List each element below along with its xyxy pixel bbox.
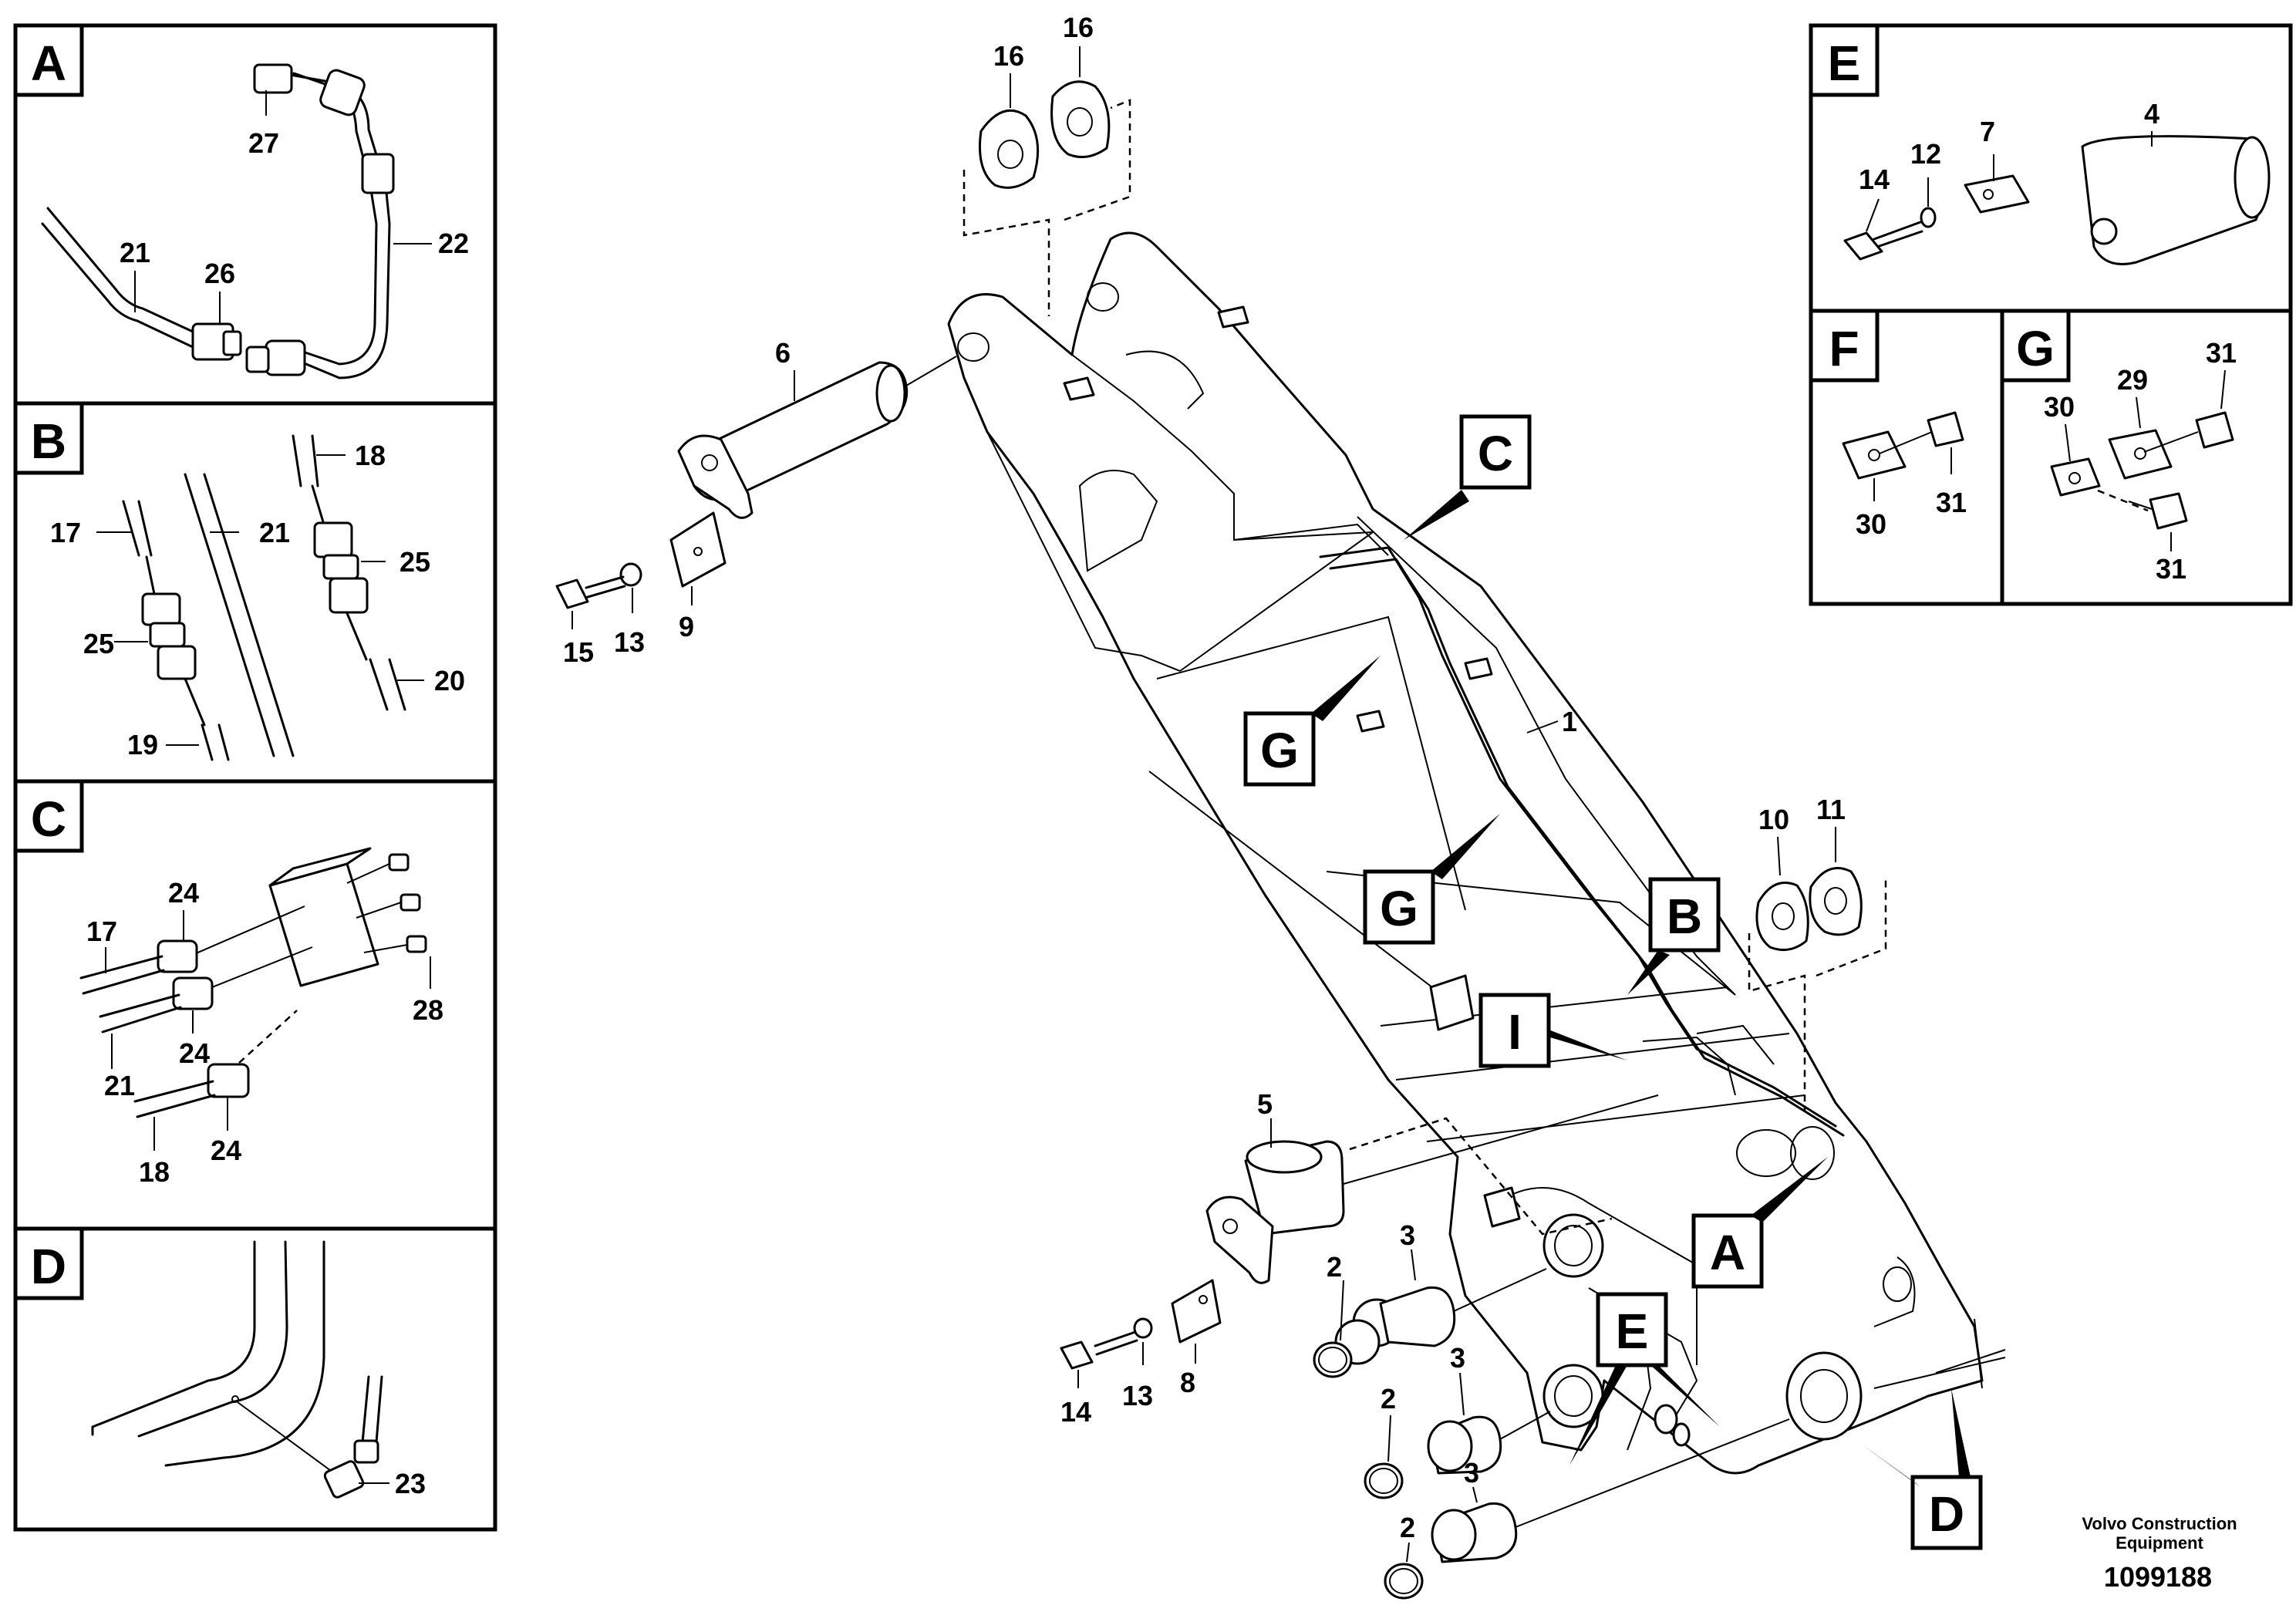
marker-g-lower: G (1363, 814, 1500, 945)
panel-c-letter: C (31, 791, 66, 847)
svg-text:A: A (1710, 1225, 1745, 1280)
detail-panel-a: A 27 22 21 26 (13, 23, 497, 406)
panel-e-letter: E (1828, 35, 1861, 91)
callout-13: 13 (1122, 1380, 1153, 1411)
callout-21: 21 (104, 1070, 135, 1101)
callout-15: 15 (563, 636, 594, 668)
svg-text:I: I (1508, 1004, 1522, 1060)
callout-1: 1 (1562, 706, 1577, 737)
drawing-number: 1099188 (2104, 1561, 2212, 1593)
svg-text:E: E (1616, 1303, 1649, 1359)
panel-d-letter: D (31, 1239, 66, 1294)
callout-13: 13 (614, 626, 645, 658)
callout-31-top: 31 (2206, 337, 2237, 369)
callout-17: 17 (50, 517, 81, 548)
svg-text:B: B (1667, 889, 1702, 944)
callout-26: 26 (204, 258, 235, 289)
callout-24-bottom: 24 (211, 1135, 241, 1166)
footer: Volvo Construction Equipment 1099188 (2082, 1514, 2237, 1593)
callout-22: 22 (438, 228, 469, 259)
callout-30: 30 (1856, 508, 1886, 540)
company-line-1: Volvo Construction (2082, 1514, 2237, 1533)
callout-12: 12 (1910, 138, 1941, 170)
shims-10-11: 10 11 (1748, 794, 1887, 1111)
callout-19: 19 (127, 729, 158, 760)
marker-b: B (1627, 877, 1721, 995)
callout-16-right: 16 (1063, 12, 1094, 43)
svg-text:C: C (1478, 426, 1513, 481)
callout-31-bottom: 31 (2156, 553, 2186, 585)
detail-panel-e: E 14 12 7 4 (1809, 23, 2293, 313)
panel-g-letter: G (2016, 321, 2055, 376)
detail-panel-f: F 30 31 (1809, 309, 2004, 606)
callout-2-bottom: 2 (1400, 1512, 1415, 1543)
svg-text:G: G (1380, 881, 1418, 936)
callout-2-top: 2 (1327, 1251, 1342, 1283)
callout-11: 11 (1816, 794, 1846, 825)
callout-24-top: 24 (168, 877, 199, 909)
bushings-group: 3 2 3 2 3 2 (1313, 1219, 1790, 1600)
svg-text:D: D (1929, 1486, 1964, 1542)
callout-3-top: 3 (1400, 1219, 1415, 1251)
callout-2-mid: 2 (1381, 1383, 1396, 1415)
callout-31: 31 (1936, 487, 1967, 518)
callout-14: 14 (1060, 1396, 1091, 1428)
callout-20: 20 (434, 665, 465, 696)
callout-25-left: 25 (83, 628, 114, 659)
svg-text:G: G (1260, 723, 1299, 778)
shims-16: 16 16 (963, 12, 1131, 316)
marker-a: A (1691, 1157, 1828, 1289)
callout-10: 10 (1758, 804, 1789, 835)
callout-6: 6 (775, 337, 791, 369)
callout-17: 17 (86, 916, 117, 947)
callout-3-bottom: 3 (1464, 1457, 1479, 1489)
marker-d: D (1859, 1388, 1983, 1550)
marker-i: I (1478, 993, 1627, 1068)
callout-14: 14 (1859, 164, 1890, 195)
callout-28: 28 (413, 994, 443, 1026)
panel-b-letter: B (31, 413, 66, 469)
callout-21: 21 (120, 237, 150, 268)
marker-c: C (1404, 414, 1532, 540)
callout-24-mid: 24 (179, 1037, 210, 1069)
marker-g-upper: G (1243, 656, 1381, 787)
callout-23: 23 (395, 1468, 426, 1499)
callout-27: 27 (248, 127, 279, 159)
callout-25-right: 25 (400, 546, 430, 578)
callout-9: 9 (679, 611, 694, 642)
callout-5: 5 (1257, 1088, 1273, 1120)
panel-f-letter: F (1829, 321, 1859, 376)
callout-29: 29 (2117, 364, 2148, 396)
detail-panel-g: G 29 31 30 31 (2000, 309, 2293, 606)
pin-6-group: 6 15 13 9 (555, 337, 957, 668)
company-line-2: Equipment (2116, 1533, 2203, 1553)
callout-3-mid: 3 (1450, 1342, 1465, 1374)
pin-5-group: 5 14 13 8 (1060, 1088, 1659, 1428)
callout-8: 8 (1180, 1367, 1195, 1398)
callout-4: 4 (2144, 98, 2159, 130)
callout-21: 21 (259, 517, 290, 548)
panel-a-letter: A (31, 35, 66, 91)
detail-panel-c: C 24 17 28 (13, 779, 497, 1231)
callout-16-left: 16 (993, 40, 1024, 72)
callout-18: 18 (139, 1156, 170, 1188)
detail-panel-d: D 23 (13, 1226, 497, 1532)
marker-e: E (1569, 1292, 1720, 1465)
callout-30: 30 (2044, 391, 2075, 423)
callout-7: 7 (1980, 116, 1995, 147)
detail-panel-b: B 18 17 21 25 25 20 (13, 401, 497, 784)
callout-18: 18 (355, 440, 386, 471)
